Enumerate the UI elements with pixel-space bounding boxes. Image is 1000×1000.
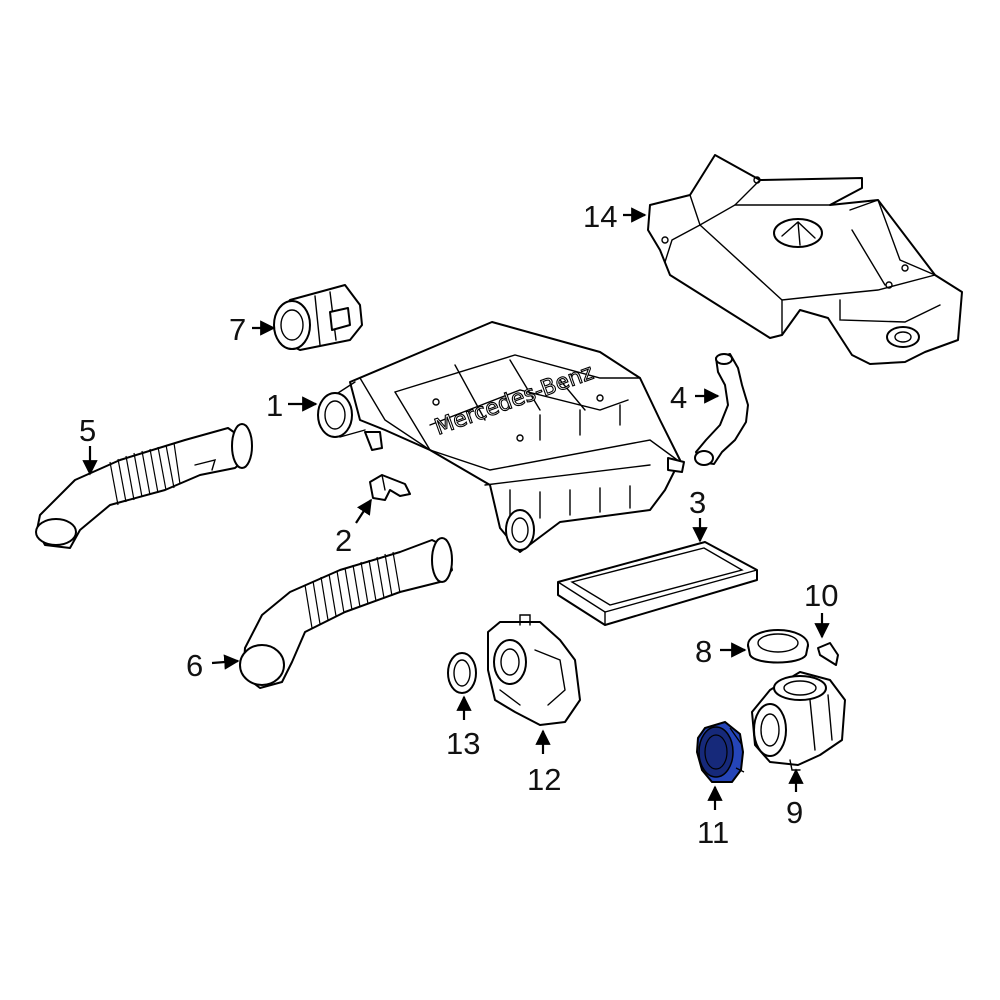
callout-1[interactable]: 1 [266,388,283,423]
part-8-seal-ring[interactable] [747,629,809,664]
callout-10[interactable]: 10 [804,578,838,613]
part-7-mass-air-flow-sensor[interactable] [273,284,363,351]
callout-14[interactable]: 14 [583,199,617,234]
part-11-coupling-highlighted[interactable] [695,720,745,783]
callout-2[interactable]: 2 [335,523,352,558]
part-13-gasket[interactable] [447,652,477,694]
callout-12[interactable]: 12 [527,762,561,797]
part-3-air-filter-element[interactable] [557,541,758,626]
callout-labels: 14 7 1 5 4 2 3 6 8 10 13 12 11 9 [79,199,838,850]
part-9-intake-housing[interactable] [751,671,846,771]
callout-7[interactable]: 7 [229,312,246,347]
callout-9[interactable]: 9 [786,795,803,830]
callout-3[interactable]: 3 [689,485,706,520]
callout-leaders [82,207,830,810]
callout-5[interactable]: 5 [79,413,96,448]
callout-13[interactable]: 13 [446,726,480,761]
part-14-engine-cover[interactable] [647,154,963,365]
callout-6[interactable]: 6 [186,648,203,683]
part-5-intake-hose[interactable] [35,423,253,549]
callout-8[interactable]: 8 [695,634,712,669]
part-6-intake-hose[interactable] [239,537,453,689]
part-10-clip[interactable] [817,642,839,666]
part-12-throttle-body[interactable] [487,614,581,726]
part-4-vent-hose[interactable] [694,353,749,466]
leader-6 [211,654,240,670]
part-2-bracket[interactable] [369,474,411,501]
callout-4[interactable]: 4 [670,380,687,415]
leader-2 [355,498,372,524]
part-1-air-filter-housing[interactable]: Mercedes-Benz [317,321,685,553]
part-6-corrugation [304,551,401,629]
part-5-corrugation [109,442,181,506]
callout-11[interactable]: 11 [697,815,729,850]
